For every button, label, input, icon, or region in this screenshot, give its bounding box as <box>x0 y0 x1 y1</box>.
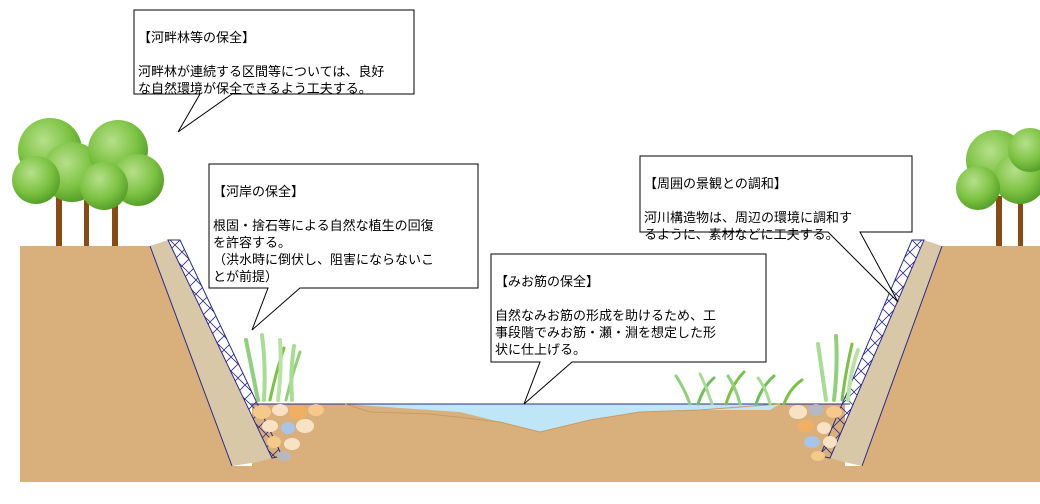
right-revetment-edge <box>861 245 943 467</box>
landscape-callout-body: 河川構造物は、周辺の環境に調和す るように、素材などに工夫する。 <box>644 211 853 243</box>
left-grass <box>244 333 302 402</box>
channel-callout-text: 【みお筋の保全】 自然なみお筋の形成を助けるため、工 事段階でみお筋・瀬・淵を想… <box>495 257 765 376</box>
riparian-callout-body: 河畔林が連続する区間等については、良好 な自然環境が保全できるよう工夫する。 <box>138 65 385 97</box>
channel-bed <box>344 403 781 433</box>
channel-callout-body: 自然なみお筋の形成を助けるため、工 事段階でみお筋・瀬・淵を想定した形 状に仕上… <box>495 309 717 358</box>
left-trees <box>12 118 164 246</box>
left-revetment-edge <box>149 245 233 467</box>
right-trees <box>956 128 1040 246</box>
landscape-callout-bubble <box>639 155 913 303</box>
bank-callout-body: 根固・捨石等による自然な植生の回復 を許容する。 （洪水時に倒伏し、阻害にならな… <box>213 219 435 285</box>
riparian-callout-bubble <box>133 9 415 133</box>
river-water <box>345 404 780 432</box>
left-revetment <box>150 240 272 466</box>
bank-callout-text: 【河岸の保全】 根固・捨石等による自然な植生の回復 を許容する。 （洪水時に倒伏… <box>213 167 477 303</box>
landscape-callout-title: 【周囲の景観との調和】 <box>644 177 787 192</box>
riparian-callout-text: 【河畔林等の保全】 河畔林が連続する区間等については、良好 な自然環境が保全でき… <box>138 13 412 115</box>
channel-callout-title: 【みお筋の保全】 <box>495 275 600 290</box>
right-grass <box>816 334 860 402</box>
right-revetment <box>830 240 942 466</box>
right-riprap-stones <box>789 404 842 461</box>
center-grass <box>674 370 804 406</box>
riparian-callout-title: 【河畔林等の保全】 <box>138 31 256 46</box>
bank-callout-title: 【河岸の保全】 <box>213 185 305 200</box>
channel-callout-bubble <box>490 253 767 405</box>
landscape-callout-text: 【周囲の景観との調和】 河川構造物は、周辺の環境に調和す るように、素材などに工… <box>644 159 910 261</box>
left-riprap-stones <box>253 404 324 461</box>
bank-callout-bubble <box>208 163 479 331</box>
